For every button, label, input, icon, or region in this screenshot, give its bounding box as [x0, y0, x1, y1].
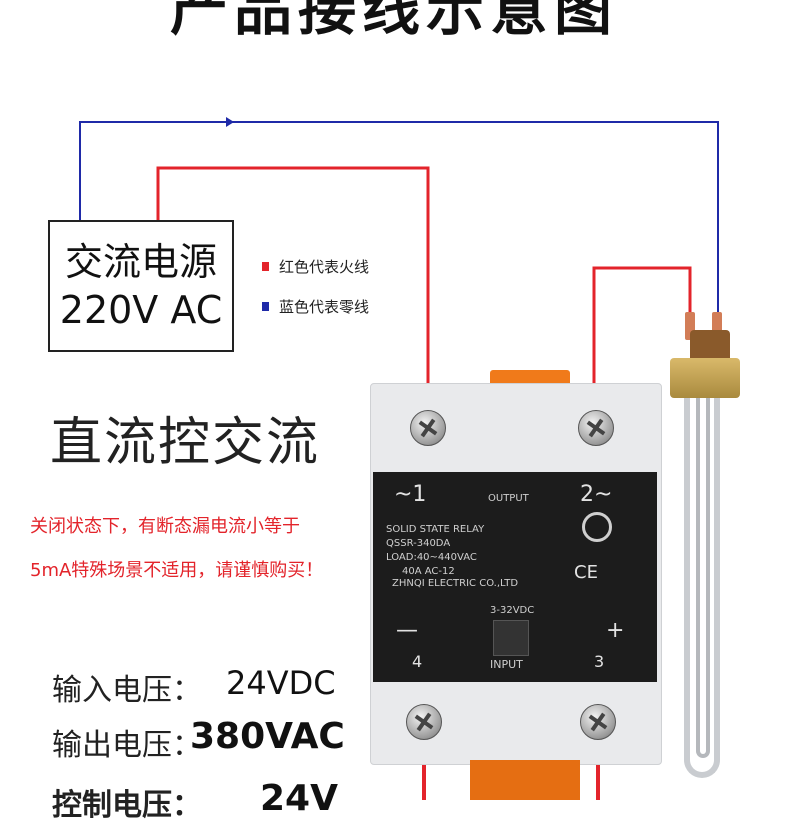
- live-wire-input: [156, 166, 430, 420]
- red-square-icon: [262, 262, 269, 271]
- screw-terminal-4-icon: [406, 704, 442, 740]
- wiring-diagram: [79, 117, 719, 800]
- relay-model-line-4: 40A AC-12: [402, 566, 455, 577]
- relay-terminal-3-label: 3: [594, 652, 605, 671]
- relay-terminal-4-label: 4: [412, 652, 423, 671]
- heater-element: [684, 398, 720, 778]
- control-voltage-label: 控制电压：: [52, 788, 202, 823]
- power-source-voltage: 220V AC: [59, 288, 223, 332]
- blue-square-icon: [262, 302, 269, 311]
- relay-input-label: INPUT: [490, 658, 523, 671]
- legend-neutral-label: 蓝色代表零线: [279, 298, 370, 316]
- input-voltage-value: 24VDC: [226, 664, 336, 702]
- heater-element-inner: [696, 398, 710, 758]
- relay-terminal-1-label: ~1: [394, 482, 427, 507]
- relay-model-line-3: LOAD:40~440VAC: [386, 552, 477, 563]
- relay-minus-label: —: [396, 618, 418, 643]
- relay-output-label: OUTPUT: [488, 493, 529, 504]
- warning-line-2: 5mA特殊场景不适用，请谨慎购买！: [30, 560, 324, 581]
- ce-mark: CE: [574, 562, 598, 583]
- legend-neutral: 蓝色代表零线: [262, 296, 369, 317]
- heater-prong-right: [712, 312, 722, 340]
- relay-din-clip-bottom: [470, 760, 580, 800]
- relay-model-line-1: SOLID STATE RELAY: [386, 524, 485, 535]
- neutral-wire: [79, 121, 719, 318]
- relay-plus-label: +: [606, 618, 625, 643]
- relay-model-line-5: ZHNQI ELECTRIC CO.,LTD: [392, 578, 519, 589]
- screw-terminal-3-icon: [580, 704, 616, 740]
- legend-live-label: 红色代表火线: [279, 258, 370, 276]
- relay-terminal-2-label: 2~: [580, 482, 613, 507]
- legend-live: 红色代表火线: [262, 256, 369, 277]
- output-voltage-label: 输出电压：: [52, 728, 202, 763]
- control-type-label: 直流控交流: [50, 413, 321, 473]
- power-source-name: 交流电源: [64, 240, 217, 284]
- warning-line-1: 关闭状态下，有断态漏电流小等于: [30, 516, 300, 537]
- power-source-box: 交流电源 220V AC: [48, 220, 234, 352]
- screw-terminal-2-icon: [578, 410, 614, 446]
- relay-indicator-window: [493, 620, 529, 656]
- heater-brass-nut: [670, 358, 740, 398]
- output-voltage-value: 380VAC: [190, 716, 345, 757]
- heater-prong-left: [685, 312, 695, 340]
- control-voltage-value: 24V: [260, 778, 338, 819]
- relay-dc-range: 3-32VDC: [490, 605, 535, 616]
- input-voltage-label: 输入电压：: [52, 673, 202, 708]
- relay-model-line-2: QSSR-340DA: [386, 538, 451, 549]
- page-title: 产品接线示意图: [170, 0, 619, 43]
- live-wire-load: [592, 266, 692, 420]
- brand-logo-icon: [582, 512, 612, 542]
- screw-terminal-1-icon: [410, 410, 446, 446]
- arrow-icon: [226, 117, 234, 127]
